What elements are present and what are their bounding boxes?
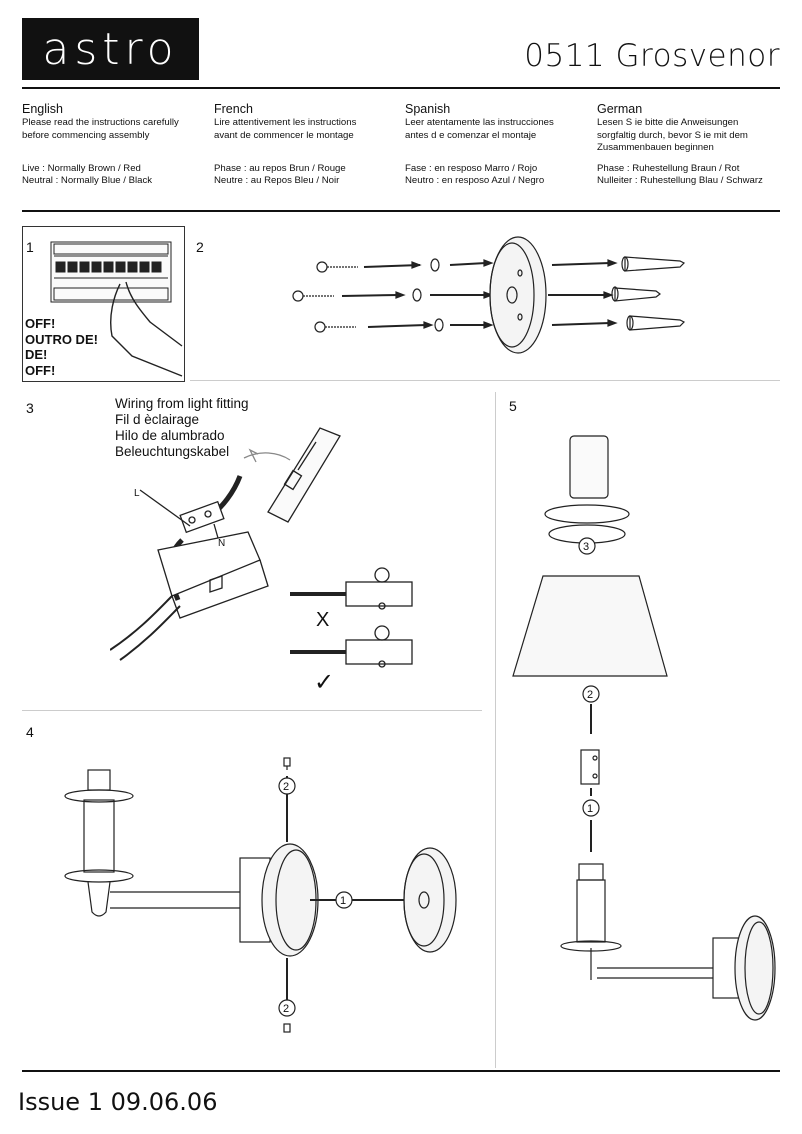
instruction-line: Lire attentivement les instructions (214, 117, 357, 128)
wall-plate-icon (403, 847, 457, 953)
lang-col-english: English Please read the instructions car… (22, 102, 207, 188)
neutral-wire-text: Nulleiter : Ruhestellung Blau / Schwarz (597, 175, 763, 186)
wiring-connection-diagram: L N X ✓ (110, 427, 413, 695)
lampholder-icon (580, 749, 600, 785)
screw-icon (283, 757, 291, 770)
callout-3: 3 (583, 541, 589, 553)
wiring-label-line: Wiring from light fitting (115, 396, 249, 411)
callout-2: 2 (283, 781, 289, 793)
bracket-arm-icon (64, 769, 251, 917)
instruction-line: antes d e comenzar el montaje (405, 129, 537, 141)
wall-plug-icon (611, 286, 661, 302)
screw-icon (283, 1023, 291, 1033)
base-box (157, 531, 269, 619)
junction-box-lid (267, 427, 341, 523)
instruction-line (22, 142, 207, 155)
terminal-block (179, 500, 225, 534)
screw-icon (316, 261, 358, 273)
step-number: 4 (26, 724, 34, 740)
callout-1: 1 (587, 803, 593, 815)
consumer-unit-illustration (50, 241, 183, 377)
lang-col-spanish: Spanish Leer atentamente las instruccion… (405, 102, 590, 188)
instruction-line: Zusammenbauen beginnen (597, 142, 714, 153)
wiring-label-line: Hilo de alumbrado (115, 428, 225, 443)
lang-col-french: French Lire attentivement les instructio… (214, 102, 399, 188)
lamp-shade-icon (512, 575, 668, 677)
instruction-line: before commencing assembly (22, 129, 150, 141)
instruction-line (405, 142, 590, 155)
wall-plug-icon (621, 256, 686, 272)
instruction-line: sorgfaltig durch, bevor S ie mit dem (597, 129, 748, 141)
instruction-line: Lesen S ie bitte die Anweisungen (597, 117, 739, 128)
incorrect-wire-example (290, 567, 413, 610)
astro-logo: astro (22, 18, 199, 80)
lang-name: English (22, 102, 63, 116)
instruction-line: Leer atentamente las instrucciones (405, 117, 554, 128)
off-warning: OFF! OUTRO DE! DE! OFF! (25, 316, 98, 378)
off-warning-line: DE! (25, 347, 48, 362)
washer-icon (434, 318, 444, 332)
live-wire-text: Fase : en resposo Marro / Rojo (405, 162, 538, 174)
neutral-label: N (218, 538, 225, 549)
lang-name: French (214, 102, 253, 116)
callout-2: 2 (587, 689, 593, 701)
bulb-icon (569, 435, 609, 499)
live-label: L (134, 488, 140, 499)
callout-1: 1 (340, 895, 346, 907)
off-warning-line: OFF! (25, 362, 56, 378)
divider (190, 380, 780, 381)
neutral-wire-text: Neutro : en resposo Azul / Negro (405, 175, 545, 186)
correct-mark: ✓ (314, 669, 334, 695)
live-wire-text: Phase : Ruhestellung Braun / Rot (597, 162, 740, 174)
screw-icon (314, 321, 356, 333)
instruction-line (214, 142, 399, 155)
washer-icon (412, 288, 422, 302)
wall-bracket-icon (560, 863, 776, 1021)
step-number: 1 (26, 239, 34, 255)
divider (22, 710, 482, 711)
step1-panel (22, 226, 185, 382)
shade-ring-icon (544, 504, 630, 544)
bracket-fixing-diagram: 2 1 2 (64, 757, 457, 1033)
step-number: 5 (509, 398, 517, 414)
header-rule (22, 87, 780, 89)
step-number: 2 (196, 239, 204, 255)
screw-icon (292, 290, 334, 302)
breaker-switches (55, 261, 162, 273)
washer-icon (430, 258, 440, 272)
divider (495, 392, 496, 1068)
footer-rule (22, 1070, 780, 1072)
wall-plate-icon (489, 236, 547, 354)
lang-col-german: German Lesen S ie bitte die Anweisungen … (597, 102, 782, 188)
neutral-wire-text: Neutral : Normally Blue / Black (22, 175, 153, 186)
wiring-label-line: Fil d èclairage (115, 412, 200, 427)
wall-plate-fixing-diagram (292, 236, 686, 354)
lang-name: Spanish (405, 102, 451, 116)
issue-date: Issue 1 09.06.06 (18, 1088, 218, 1116)
callout-2: 2 (283, 1003, 289, 1015)
lang-name: German (597, 102, 643, 116)
step-number: 3 (26, 400, 34, 416)
product-title: 0511 Grosvenor (524, 38, 780, 74)
neutral-wire-text: Neutre : au Repos Bleu / Noir (214, 175, 340, 186)
live-wire-text: Phase : au repos Brun / Rouge (214, 162, 346, 174)
live-wire-text: Live : Normally Brown / Red (22, 162, 141, 174)
bracket-body-icon (239, 843, 319, 957)
wiring-label: Wiring from light fitting Fil d èclairag… (115, 396, 249, 460)
shade-assembly-diagram: 3 2 1 (512, 435, 776, 1021)
correct-wire-example (290, 625, 413, 668)
wall-plug-icon (626, 315, 686, 331)
off-warning-line: OUTRO DE! (25, 331, 98, 347)
instruction-line: Please read the instructions carefully (22, 117, 179, 128)
wiring-label-line: Beleuchtungskabel (115, 444, 230, 459)
languages-rule (22, 210, 780, 212)
off-warning-line: OFF! (25, 316, 56, 331)
instruction-line: avant de commencer le montage (214, 129, 354, 141)
wrong-mark: X (316, 609, 329, 631)
